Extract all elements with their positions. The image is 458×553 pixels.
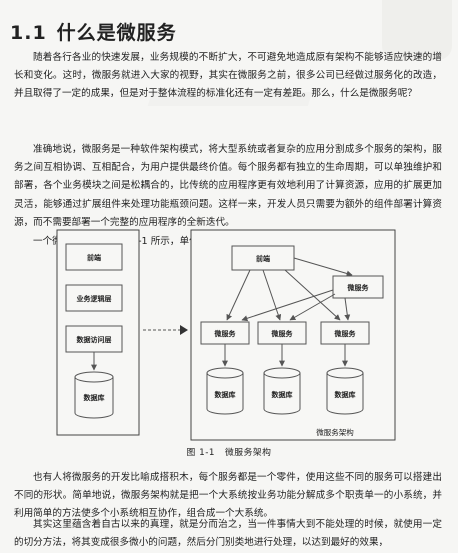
ms-service-box [257, 321, 307, 345]
ms-database [206, 367, 244, 415]
section-heading: 1.1 什么是微服务 [10, 18, 177, 45]
connector [284, 269, 341, 321]
ms-service-box [200, 321, 250, 345]
paragraph: 准确地说，微服务是一种软件架构模式，将大型系统或者复杂的应用分割成多个服务的架构… [14, 144, 442, 228]
figure-title: 微服务架构 [224, 448, 272, 458]
ms-service-label: 微服务 [214, 329, 237, 338]
ms-database-label: 数据库 [272, 390, 293, 399]
connector [241, 289, 334, 322]
connector [226, 269, 251, 321]
section-number: 1.1 [10, 22, 47, 44]
ms-database-label: 数据库 [215, 390, 236, 399]
connector [293, 257, 353, 277]
monolith-database [74, 371, 114, 419]
microservices-frame [190, 229, 396, 441]
monolith-business-box [65, 284, 123, 312]
connector [344, 297, 351, 321]
section-title: 什么是微服务 [56, 22, 177, 44]
figure-number: 图 1-1 [186, 448, 215, 458]
figure-caption: 图 1-1 微服务架构 [0, 445, 458, 458]
ms-service-label: 微服务 [347, 283, 370, 292]
paragraph: 也有人将微服务的开发比喻成搭积木，每个服务都是一个零件，使用这些不同的服务可以搭… [14, 472, 442, 520]
ms-service-label: 微服务 [271, 329, 294, 338]
monolith-database-label: 数据库 [84, 393, 105, 402]
ms-frame-label: 微服务架构 [316, 427, 354, 437]
ms-service-box [332, 275, 384, 299]
monolith-frontend-label: 前端 [87, 253, 101, 262]
monolith-frame [56, 229, 140, 436]
ms-database [326, 367, 364, 415]
ms-service-box [320, 321, 370, 345]
paragraph: 随着各行各业的快速发展，业务规模的不断扩大，不可避免地造成原有架构不能够适应快速… [14, 52, 442, 100]
paragraph: 一个微服务的架构如图 1-1 所示，单体应用被拆分成多个微小的服务。 [33, 236, 333, 247]
ms-frontend-label: 前端 [256, 254, 270, 263]
ms-database [263, 367, 301, 415]
connector [289, 293, 336, 321]
monolith-data-access-label: 数据访问层 [77, 335, 112, 344]
monolith-data-access-box [65, 325, 123, 353]
monolith-business-label: 业务逻辑层 [77, 294, 112, 303]
ms-service-label: 微服务 [334, 329, 357, 338]
connector [262, 269, 282, 321]
ms-database-label: 数据库 [335, 390, 356, 399]
bleed-through-shape [382, 0, 452, 60]
transition-arrow-head [180, 325, 188, 335]
paragraph: 其实这里蕴含着自古以来的真理，就是分而治之，当一件事情大到不能处理的时候，就使用… [14, 519, 442, 549]
